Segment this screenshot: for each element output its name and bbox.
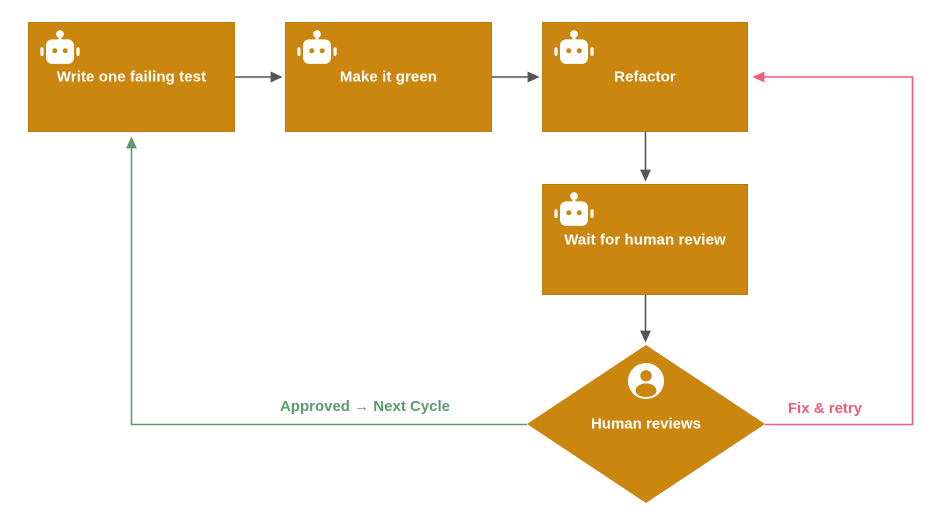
edge-approved-loop <box>126 136 527 426</box>
node-label: Refactor <box>614 68 676 86</box>
robot-icon <box>553 191 595 231</box>
person-icon <box>627 362 665 400</box>
node-label: Write one failing test <box>56 68 207 86</box>
edge-label-fix-retry: Fix & retry <box>765 400 885 417</box>
node-label: Make it green <box>339 68 438 86</box>
robot-icon <box>39 29 81 69</box>
robot-icon <box>553 29 595 69</box>
node-wait-for-human-review: Wait for human review <box>542 184 748 295</box>
node-human-reviews: Human reviews <box>527 345 765 503</box>
edge-fix-retry-loop <box>752 71 914 426</box>
node-make-it-green: Make it green <box>285 22 492 132</box>
node-label: Human reviews <box>590 415 702 433</box>
node-refactor: Refactor <box>542 22 748 132</box>
node-write-one-failing-test: Write one failing test <box>28 22 235 132</box>
node-label: Wait for human review <box>564 231 726 248</box>
robot-icon <box>296 29 338 69</box>
edge-label-approved-next-cycle: Approved → Next Cycle <box>261 398 469 415</box>
